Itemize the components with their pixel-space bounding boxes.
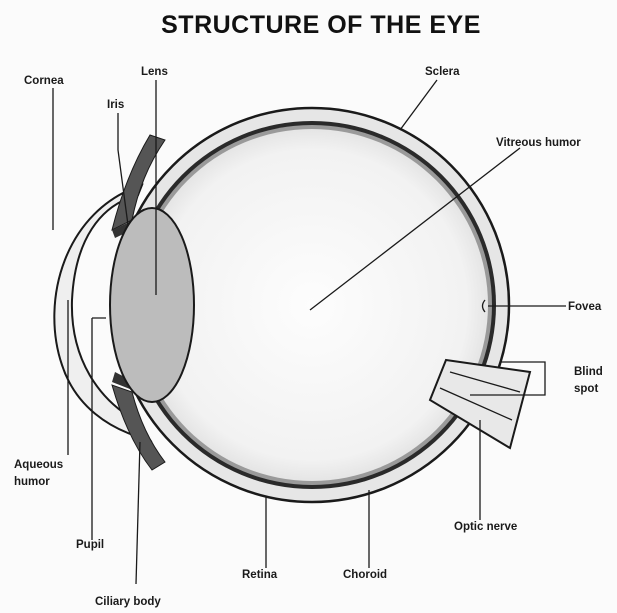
label-aqueous-2: humor bbox=[14, 476, 50, 488]
label-retina: Retina bbox=[242, 569, 278, 581]
label-iris: Iris bbox=[107, 99, 124, 111]
label-blind-spot-2: spot bbox=[574, 383, 598, 395]
label-blind-spot-1: Blind bbox=[574, 366, 603, 378]
label-optic-nerve: Optic nerve bbox=[454, 521, 517, 533]
label-lens: Lens bbox=[141, 66, 168, 78]
label-sclera: Sclera bbox=[425, 66, 460, 78]
label-ciliary-body: Ciliary body bbox=[95, 596, 161, 608]
lens-shape bbox=[110, 208, 194, 402]
label-vitreous-humor: Vitreous humor bbox=[496, 137, 581, 149]
label-cornea: Cornea bbox=[24, 75, 64, 87]
label-pupil: Pupil bbox=[76, 539, 104, 551]
ciliary-leader bbox=[136, 442, 140, 584]
sclera-leader bbox=[400, 80, 437, 130]
pupil-leader bbox=[92, 318, 106, 540]
label-fovea: Fovea bbox=[568, 301, 602, 313]
page-title: STRUCTURE OF THE EYE bbox=[161, 11, 481, 39]
label-aqueous-1: Aqueous bbox=[14, 459, 63, 471]
label-choroid: Choroid bbox=[343, 569, 387, 581]
